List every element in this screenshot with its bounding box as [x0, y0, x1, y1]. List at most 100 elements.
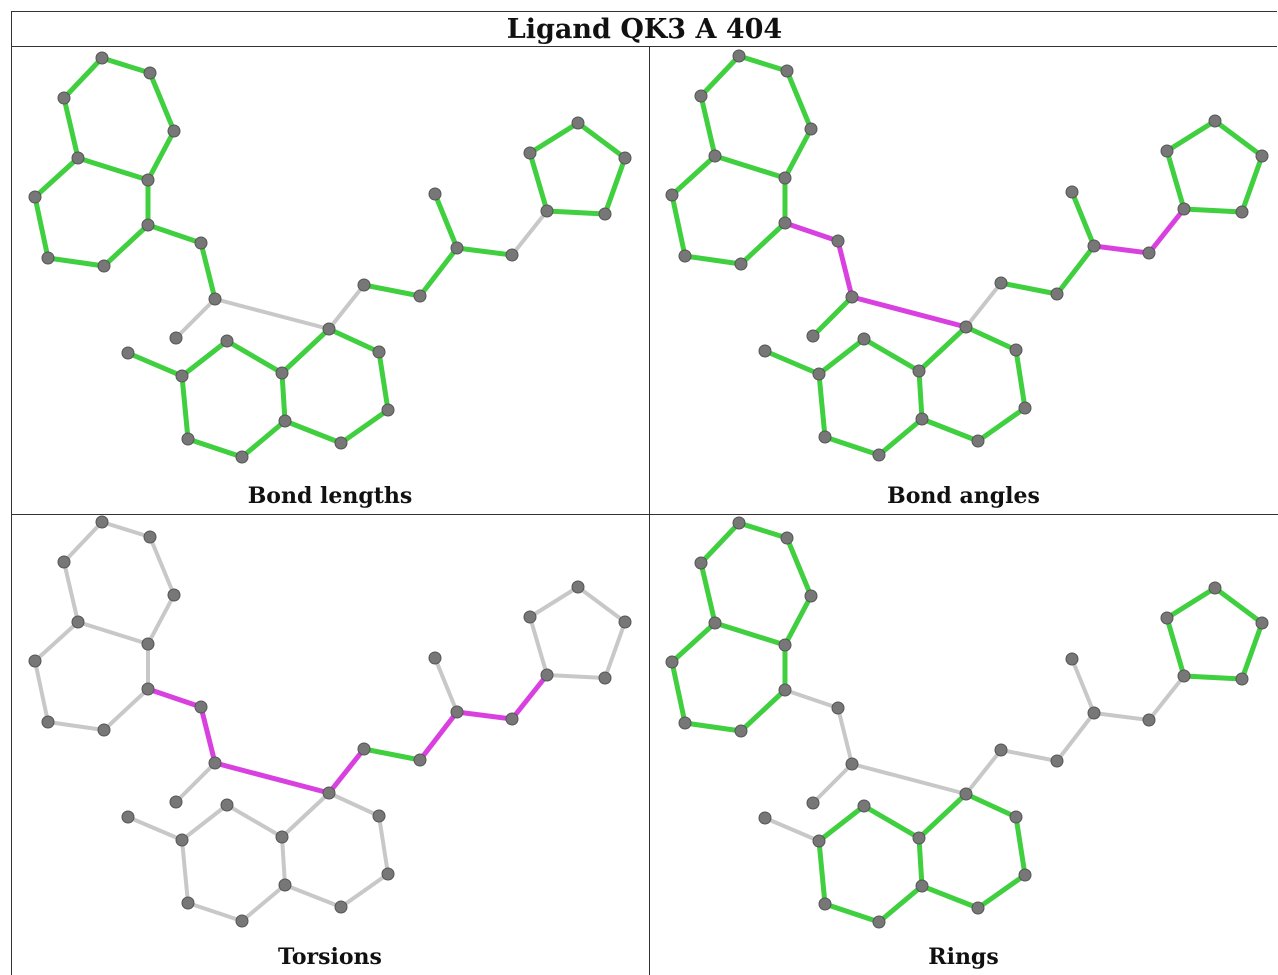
bond	[1013, 347, 1028, 411]
bond	[361, 746, 423, 763]
atom	[758, 811, 772, 825]
bond	[283, 883, 343, 909]
bond	[33, 620, 80, 663]
bond	[712, 620, 788, 648]
bond	[185, 436, 245, 460]
bond	[782, 126, 814, 181]
bond	[126, 815, 184, 842]
bond	[783, 688, 840, 710]
bond	[835, 238, 855, 300]
atom	[1160, 144, 1174, 158]
bond	[916, 368, 925, 422]
caption-bond-lengths: Bond lengths	[247, 483, 413, 509]
bond	[1181, 673, 1245, 682]
bond	[975, 405, 1028, 444]
bond	[822, 901, 882, 925]
atom	[1255, 616, 1269, 630]
atom	[372, 809, 386, 823]
atom	[334, 436, 348, 450]
atom	[778, 638, 792, 652]
atom	[57, 91, 71, 105]
atom	[732, 516, 746, 530]
bond	[1212, 118, 1265, 159]
bond	[861, 336, 922, 374]
bond	[669, 620, 718, 665]
atom	[505, 248, 519, 262]
atom	[278, 878, 292, 892]
bond	[919, 416, 981, 444]
bond	[279, 370, 288, 424]
bond	[1164, 585, 1218, 621]
atom	[175, 833, 189, 847]
bond	[326, 746, 367, 796]
bond	[998, 280, 1060, 297]
bond	[1070, 657, 1096, 715]
atom	[381, 403, 395, 417]
bond	[376, 349, 391, 413]
atom	[235, 914, 249, 928]
atom	[220, 798, 234, 812]
caption-rings: Rings	[928, 944, 999, 970]
atom	[1177, 202, 1191, 216]
atom	[994, 743, 1008, 757]
atom	[857, 332, 871, 346]
atom	[540, 204, 554, 218]
bond	[876, 883, 925, 925]
atom	[971, 434, 985, 448]
atom	[208, 756, 222, 770]
atom	[167, 124, 181, 138]
atom	[1018, 401, 1032, 415]
atom	[598, 671, 612, 685]
bond	[145, 686, 204, 710]
bond	[1164, 615, 1187, 679]
bond	[1239, 153, 1265, 215]
atom	[121, 346, 135, 360]
atom	[28, 190, 42, 204]
bond	[224, 338, 285, 376]
bond	[239, 418, 288, 460]
atom	[1235, 205, 1249, 219]
bond	[876, 416, 925, 458]
bond	[62, 560, 80, 624]
bond	[339, 872, 390, 909]
bond	[544, 208, 608, 217]
atom	[994, 276, 1008, 290]
bond	[527, 150, 550, 214]
atom	[1050, 287, 1064, 301]
atom	[1018, 868, 1032, 882]
atom	[806, 796, 820, 810]
atom	[169, 331, 183, 345]
bond	[432, 191, 460, 251]
panel-bond-lengths: Bond lengths	[11, 47, 649, 514]
atom	[1208, 114, 1222, 128]
atom	[734, 257, 748, 271]
molecule-bond-angles	[665, 49, 1269, 462]
bond	[849, 294, 969, 330]
atom	[959, 320, 973, 334]
atom	[1177, 669, 1191, 683]
atom	[428, 187, 442, 201]
atom	[334, 900, 348, 914]
bond	[816, 838, 828, 907]
atom	[275, 366, 289, 380]
bond	[75, 155, 151, 183]
bond	[575, 120, 628, 161]
atom	[121, 810, 135, 824]
atom	[523, 610, 537, 624]
bond	[101, 222, 151, 269]
atom	[1142, 713, 1156, 727]
bond	[669, 153, 718, 198]
atom	[235, 450, 249, 464]
atom	[915, 879, 929, 893]
bond	[46, 720, 106, 732]
atom	[57, 555, 71, 569]
bond	[782, 220, 841, 244]
bond	[576, 585, 627, 624]
atom	[778, 171, 792, 185]
bond	[1181, 206, 1245, 215]
atom	[141, 218, 155, 232]
center-divider	[649, 47, 650, 975]
atom	[912, 364, 926, 378]
bond	[179, 373, 191, 442]
left-border	[11, 47, 12, 975]
